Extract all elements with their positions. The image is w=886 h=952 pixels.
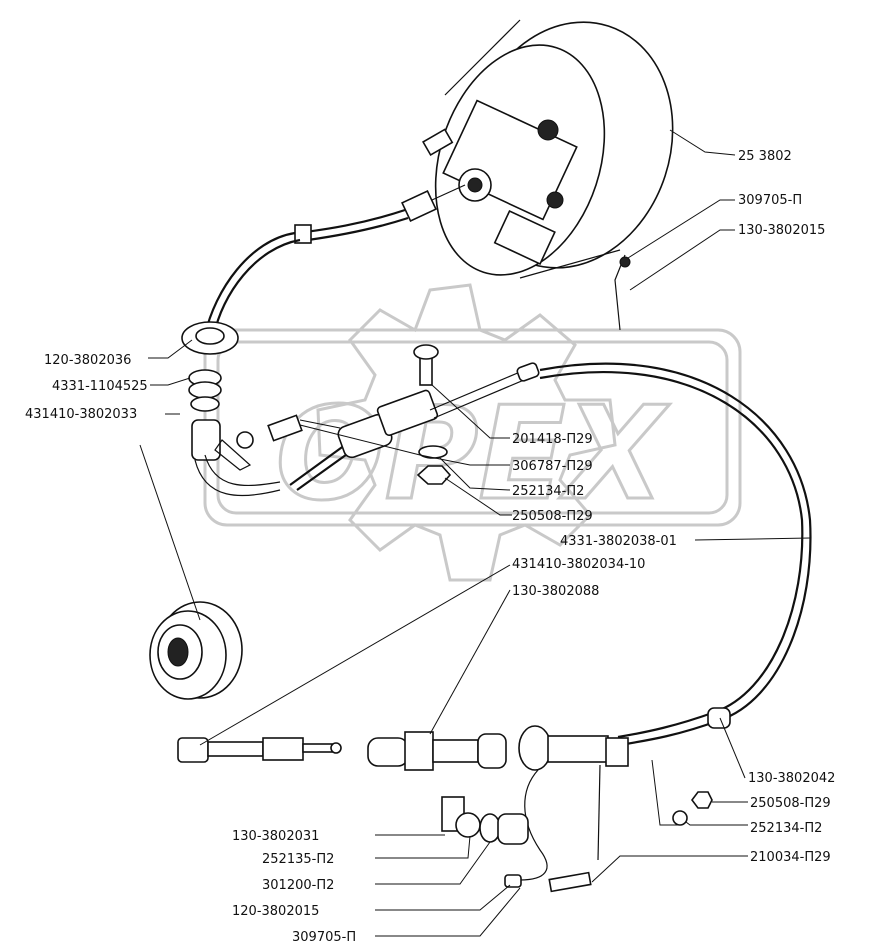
label-210034-p29: 210034-П29 [750, 850, 831, 865]
label-309705-p-bottom: 309705-П [292, 930, 356, 945]
long-cable-drawing [539, 362, 812, 747]
upper-cable-drawing [181, 208, 409, 497]
label-25-3802: 25 3802 [738, 149, 792, 164]
part-labels: 25 3802 309705-П 130-3802015 120-3802036… [25, 149, 835, 945]
watermark: OPEX [203, 283, 742, 582]
speedometer-drawing [401, 19, 674, 331]
label-431410-3802034-10: 431410-3802034-10 [512, 557, 645, 572]
branch-assembly-drawing [289, 344, 540, 491]
label-252134-p2-mid: 252134-П2 [512, 484, 584, 499]
label-4331-1104525: 4331-1104525 [52, 379, 148, 394]
label-130-3802088: 130-3802088 [512, 584, 599, 599]
label-4331-3802038-01: 4331-3802038-01 [560, 534, 677, 549]
label-130-3802031: 130-3802031 [232, 829, 319, 844]
label-250508-p29-low: 250508-П29 [750, 796, 831, 811]
label-252134-p2-low: 252134-П2 [750, 821, 822, 836]
label-301200-p2: 301200-П2 [262, 878, 334, 893]
label-252135-p2: 252135-П2 [262, 852, 334, 867]
label-130-3802042: 130-3802042 [748, 771, 835, 786]
leader-lines [139, 129, 811, 937]
small-hardware-drawing [441, 791, 713, 893]
label-309705-p-top: 309705-П [738, 193, 802, 208]
drive-gear-drawing [149, 601, 243, 700]
label-130-3802015: 130-3802015 [738, 223, 825, 238]
label-431410-3802033: 431410-3802033 [25, 407, 137, 422]
watermark-text: OPEX [276, 380, 670, 529]
label-250508-p29-mid: 250508-П29 [512, 509, 593, 524]
label-201418-p29: 201418-П29 [512, 432, 593, 447]
lower-shafts-drawing [177, 725, 629, 881]
label-120-3802036: 120-3802036 [44, 353, 131, 368]
label-120-3802015: 120-3802015 [232, 904, 319, 919]
label-306787-p29: 306787-П29 [512, 459, 593, 474]
